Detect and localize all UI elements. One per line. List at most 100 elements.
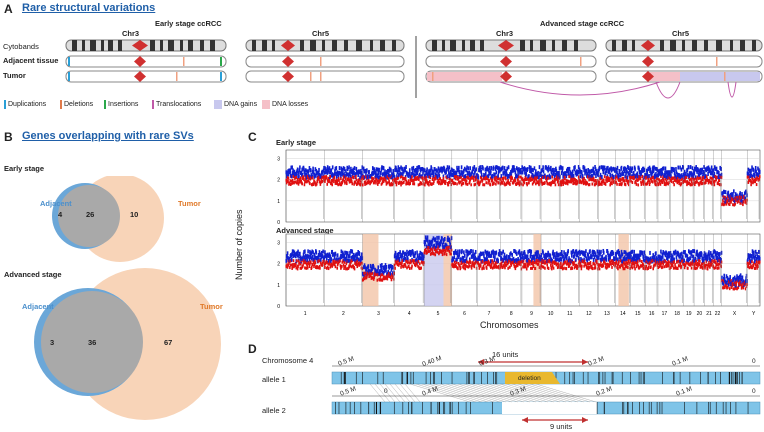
- legend-insertions-label: Insertions: [108, 101, 139, 108]
- advanced-stage-title: Advanced stage ccRCC: [540, 19, 625, 28]
- duplications-swatch: [4, 100, 6, 109]
- allele2-gap: [502, 402, 597, 414]
- svg-text:3: 3: [277, 240, 280, 246]
- cnv-chrom-tick-6: 6: [463, 311, 466, 317]
- legend-dna-gains: DNA gains: [214, 100, 257, 109]
- early-chr3-label: Chr3: [122, 29, 140, 38]
- bottom-tick-1: 0: [384, 388, 388, 395]
- legend-translocations-label: Translocations: [156, 101, 202, 108]
- cnv-chrom-tick-13: 13: [604, 311, 610, 317]
- advanced-chr5-label: Chr5: [672, 29, 690, 38]
- venn-advanced: [34, 268, 221, 420]
- venn-early-adjacent-label: Adjacent: [40, 199, 72, 208]
- legend-duplications: Duplications: [4, 100, 46, 109]
- venn-advanced-overlap-count: 36: [88, 338, 97, 347]
- venn-early-overlap-count: 26: [86, 210, 95, 219]
- svg-text:2: 2: [277, 178, 280, 184]
- venn-advanced-tumor-label: Tumor: [200, 302, 223, 311]
- insertions-swatch: [104, 100, 106, 109]
- early-chr3-cytoband: [65, 39, 227, 52]
- cnv-xlabel: Chromosomes: [480, 320, 539, 330]
- venn-early-stage-label: Early stage: [4, 164, 45, 173]
- legend-dna-gains-label: DNA gains: [224, 101, 258, 108]
- advanced-chr3-cytoband: [425, 39, 597, 52]
- translocations-swatch: [152, 100, 154, 109]
- deletion-label: deletion: [518, 375, 541, 382]
- cnv-chrom-tick-19: 19: [686, 311, 692, 317]
- venn-advanced-adjacent-label: Adjacent: [22, 302, 54, 311]
- chromosome-label: Chromosome 4: [262, 356, 313, 365]
- legend-dna-losses-label: DNA losses: [272, 101, 309, 108]
- legend-translocations: Translocations: [152, 100, 201, 109]
- cnv-chrom-tick-8: 8: [510, 311, 513, 317]
- panel-d-letter: D: [248, 342, 257, 356]
- venn-advanced-adjacent-count: 3: [50, 338, 55, 347]
- dna-gains-swatch: [214, 100, 222, 109]
- allele2-label: allele 2: [262, 406, 286, 415]
- svg-text:1: 1: [277, 199, 280, 205]
- allele1-label: allele 1: [262, 375, 286, 384]
- cnv-chrom-tick-17: 17: [662, 311, 668, 317]
- venn-advanced-stage-label: Advanced stage: [4, 270, 62, 279]
- cnv-chrom-tick-X: X: [733, 311, 737, 317]
- bottom-tick-6: 0: [752, 388, 756, 395]
- cnv-chrom-tick-5: 5: [437, 311, 440, 317]
- advanced-chr5-cytoband: [605, 39, 763, 52]
- legend-insertions: Insertions: [104, 100, 138, 109]
- units-bottom-label: 9 units: [550, 422, 573, 431]
- allele-diagram: [331, 359, 761, 423]
- panel-c-letter: C: [248, 130, 257, 144]
- legend-deletions: Deletions: [60, 100, 93, 109]
- early-stage-title: Early stage ccRCC: [155, 19, 222, 28]
- venn-advanced-tumor-count: 67: [164, 338, 173, 347]
- cnv-chrom-tick-3: 3: [377, 311, 380, 317]
- early-chr5-label: Chr5: [312, 29, 330, 38]
- venn-early-tumor-label: Tumor: [178, 199, 201, 208]
- panel-b-letter: B: [4, 130, 13, 144]
- legend-duplications-label: Duplications: [8, 101, 47, 108]
- cnv-chrom-tick-2: 2: [342, 311, 345, 317]
- svg-text:0: 0: [277, 220, 280, 226]
- svg-text:3: 3: [277, 156, 280, 162]
- svg-text:0: 0: [277, 304, 280, 310]
- venn-early-tumor-count: 10: [130, 210, 139, 219]
- cnv-ylabel: Number of copies: [234, 209, 244, 280]
- svg-text:1: 1: [277, 283, 280, 289]
- advanced-chr3-label: Chr3: [496, 29, 514, 38]
- cnv-chrom-tick-14: 14: [620, 311, 626, 317]
- cnv-chrom-tick-7: 7: [488, 311, 491, 317]
- cnv-chrom-tick-16: 16: [649, 311, 655, 317]
- legend-deletions-label: Deletions: [64, 101, 94, 108]
- cnv-early-title: Early stage: [276, 138, 317, 147]
- cnv-early-track: 0 1 2 3: [277, 149, 761, 226]
- top-tick-5: 0: [752, 358, 756, 365]
- cnv-advanced-title: Advanced stage: [276, 226, 334, 235]
- cnv-chrom-tick-1: 1: [304, 311, 307, 317]
- dna-losses-swatch: [262, 100, 270, 109]
- panel-b-title: Genes overlapping with rare SVs: [22, 130, 194, 142]
- cnv-chrom-tick-4: 4: [408, 311, 411, 317]
- chromosome-label-text: Chromosome: [262, 356, 308, 365]
- chromosome-number: 4: [309, 356, 314, 365]
- cnv-chrom-tick-Y: Y: [752, 311, 756, 317]
- venn-early-adjacent-count: 4: [58, 210, 63, 219]
- deletion-region: [505, 372, 560, 384]
- cnv-chrom-tick-18: 18: [674, 311, 680, 317]
- venn-early: [52, 176, 164, 262]
- alignment-lines: [369, 383, 597, 403]
- cnv-chrom-tick-15: 15: [635, 311, 641, 317]
- cnv-chrom-tick-12: 12: [586, 311, 592, 317]
- cnv-advanced-track: 0 1 2 3: [277, 233, 761, 310]
- row-label-cytobands: Cytobands: [3, 42, 39, 51]
- svg-text:2: 2: [277, 262, 280, 268]
- row-label-tumor: Tumor: [3, 71, 26, 80]
- deletions-swatch: [60, 100, 62, 109]
- allele2-marks: [335, 402, 749, 414]
- panel-a-letter: A: [4, 2, 13, 16]
- early-chr5-cytoband: [245, 39, 405, 52]
- panel-a-chromosomes: [65, 36, 763, 99]
- row-label-adjacent: Adjacent tissue: [3, 56, 59, 65]
- cnv-chrom-tick-20: 20: [697, 311, 703, 317]
